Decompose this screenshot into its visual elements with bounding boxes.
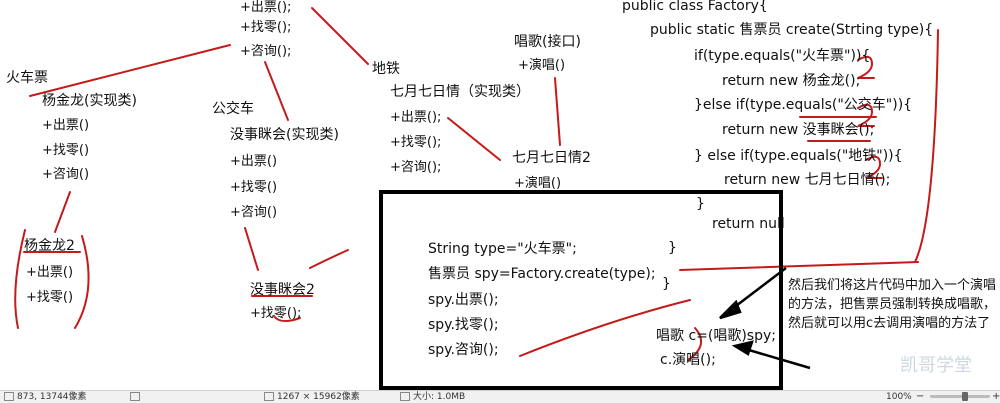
ink-line — [29, 44, 231, 97]
factory-line-1: public class Factory{ — [622, 0, 768, 14]
ink-line — [311, 7, 369, 65]
sing-call-line: c.演唱(); — [660, 352, 716, 368]
yang2-label: 杨金龙2 — [24, 238, 75, 254]
top-method-2: +找零(); — [240, 20, 292, 35]
cursor-coords: 873, 13744像素 — [4, 391, 87, 403]
status-bar: 873, 13744像素 1267 × 15962像素 大小: 1.0MB 10… — [0, 390, 1000, 403]
box-line-5: spy.咨询(); — [428, 342, 499, 358]
yang-method-3: +咨询() — [42, 167, 90, 182]
ink-oval — [74, 235, 90, 329]
ink-line — [309, 249, 349, 269]
box-line-3: spy.出票(); — [428, 292, 499, 308]
file-size-text: 大小: 1.0MB — [413, 392, 466, 402]
factory-line-7: } else if(type.equals("地铁")){ — [694, 148, 903, 164]
yang-impl-label: 杨金龙(实现类) — [42, 93, 137, 109]
box-line-1: String type="火车票"; — [428, 241, 577, 257]
zoom-in-icon[interactable]: + — [992, 391, 1000, 402]
yang-method-2: +找零() — [42, 143, 90, 158]
yang2-method-2: +找零() — [26, 290, 74, 305]
ink-line — [264, 61, 289, 121]
ink-line — [54, 191, 71, 233]
sing-method: +演唱() — [518, 58, 566, 73]
ink-line — [554, 77, 561, 146]
file-size: 大小: 1.0MB — [400, 391, 465, 403]
top-method-3: +咨询(); — [240, 44, 292, 59]
subway-label: 地铁 — [372, 61, 400, 77]
sing-interface-label: 唱歌(接口) — [514, 34, 581, 50]
explanation-note: 然后我们将这片代码中加入一个演唱的方法，把售票员强制转换成唱歌，然后就可以用c去… — [788, 278, 997, 331]
box-brace-1: } — [668, 240, 677, 256]
meiren-method-3: +咨询() — [230, 205, 278, 220]
dimensions-icon — [264, 392, 274, 401]
yang-method-1: +出票() — [42, 118, 90, 133]
factory-line-10: return null — [712, 216, 785, 232]
meiren-impl-label: 没事眯会(实现类) — [230, 127, 339, 143]
qiqi2-method: +演唱() — [514, 176, 562, 191]
factory-line-9: } — [696, 196, 705, 212]
meiren2-label: 没事眯会2 — [250, 282, 315, 298]
qiqi-method-1: +出票(); — [390, 110, 442, 125]
factory-line-8: return new 七月七日情(); — [724, 172, 891, 188]
watermark-logo: 凯哥学堂 — [900, 355, 972, 376]
factory-line-2: public static 售票员 create(Strting type){ — [650, 22, 934, 38]
yang2-method-1: +出票() — [26, 265, 74, 280]
factory-line-3: if(type.equals("火车票")){ — [694, 48, 871, 64]
factory-line-6: return new 没事眯会(); — [722, 122, 875, 138]
ink-line — [447, 117, 501, 161]
ink-bracket — [914, 29, 939, 263]
box-brace-2: } — [662, 276, 671, 292]
image-canvas: +出票(); +找零(); +咨询(); 火车票 杨金龙(实现类) +出票() … — [6, 0, 997, 390]
zoom-slider[interactable] — [930, 395, 990, 398]
bus-label: 公交车 — [212, 101, 254, 117]
qiqi2-label: 七月七日情2 — [512, 150, 591, 166]
image-dimensions-text: 1267 × 15962像素 — [277, 392, 360, 402]
factory-line-4: return new 杨金龙(); — [722, 73, 861, 89]
meiren2-method: +找零(); — [250, 306, 302, 321]
zoom-slider-thumb[interactable] — [962, 392, 968, 401]
disk-icon — [400, 392, 410, 401]
cursor-icon — [4, 392, 14, 401]
ink-line — [244, 227, 259, 271]
qiqi-method-3: +咨询(); — [390, 160, 442, 175]
selection-icon — [130, 391, 143, 403]
meiren-method-1: +出票() — [230, 154, 278, 169]
box-line-4: spy.找零(); — [428, 317, 499, 333]
meiren-method-2: +找零() — [230, 180, 278, 195]
image-dimensions: 1267 × 15962像素 — [264, 391, 360, 403]
box-line-2: 售票员 spy=Factory.create(type); — [428, 266, 656, 282]
sing-cast-line: 唱歌 c=(唱歌)spy; — [656, 328, 776, 344]
cursor-coords-text: 873, 13744像素 — [17, 392, 87, 402]
zoom-level: 100% — [886, 392, 912, 402]
qiqi-method-2: +找零(); — [390, 135, 442, 150]
train-ticket-label: 火车票 — [6, 70, 48, 86]
factory-line-5: }else if(type.equals("公交车")){ — [694, 97, 913, 113]
qiqi-impl-label: 七月七日情（实现类） — [390, 84, 530, 100]
top-method-1: +出票(); — [240, 0, 292, 15]
zoom-out-icon[interactable]: − — [916, 391, 925, 402]
code-highlight-box — [379, 190, 783, 390]
